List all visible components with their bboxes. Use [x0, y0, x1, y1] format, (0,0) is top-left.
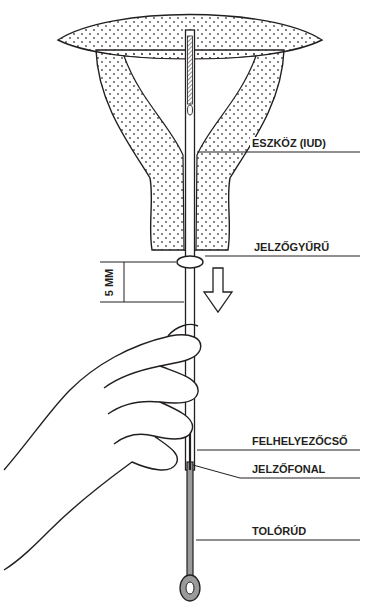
part-label: FELHELYEZŐCSŐ	[250, 435, 350, 448]
leader-lines	[193, 152, 360, 540]
hand	[4, 324, 201, 570]
plunger-loop-hole	[186, 582, 194, 594]
marker-ring	[177, 256, 203, 268]
iud-device	[188, 36, 193, 104]
marker-thread	[189, 430, 191, 470]
iud-device-end	[188, 105, 193, 115]
dimension-5mm	[100, 262, 184, 302]
plunger-loop	[180, 575, 200, 601]
move-direction-arrow	[204, 268, 232, 312]
plunger-rod	[187, 462, 193, 576]
part-label: TOLÓRÚD	[250, 525, 308, 538]
part-label: JELZŐFONAL	[250, 463, 327, 476]
part-label: JELZŐGYŰRŰ	[252, 241, 331, 254]
insertion-tube	[186, 30, 195, 470]
dimension-label: 5 MM	[104, 266, 117, 298]
part-label: ESZKÖZ (IUD)	[250, 137, 328, 150]
